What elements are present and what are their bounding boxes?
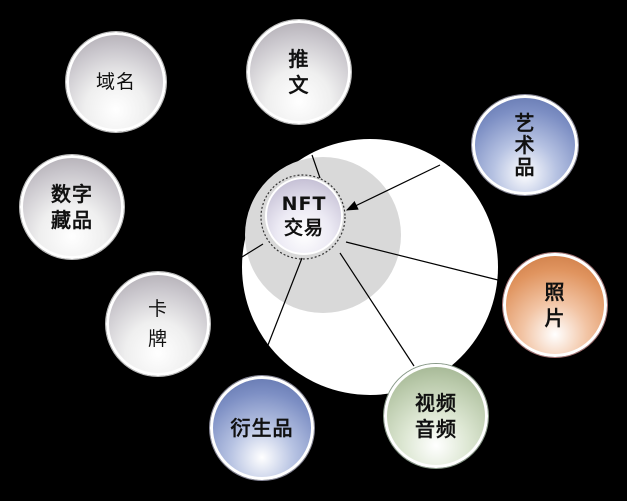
connector-card [267,257,303,346]
connector-tweet [311,154,321,179]
node-center-label: NFT 交易 [281,193,327,239]
node-center-nft: NFT 交易 [265,177,343,255]
node-photo: 照 片 [503,253,607,357]
node-collectible: 数字 藏品 [20,155,124,259]
node-art-label: 艺 术 品 [514,111,536,179]
connector-media [339,252,415,367]
node-domain: 域名 [66,32,166,132]
node-card-label: 卡 牌 [147,298,168,350]
connector-photo [345,241,499,281]
node-domain-label: 域名 [95,71,136,93]
hub-dotted-ring [260,174,346,260]
connector-collectible [241,243,264,258]
node-card: 卡 牌 [106,272,210,376]
node-media-label: 视频 音频 [415,391,457,441]
node-tweet: 推 文 [247,20,351,124]
node-tweet-label: 推 文 [288,47,310,97]
node-derivative: 衍生品 [210,376,314,480]
connector-art [345,164,441,211]
node-photo-label: 照 片 [544,280,566,330]
node-art: 艺 术 品 [472,95,578,195]
node-media: 视频 音频 [384,364,488,468]
node-collectible-label: 数字 藏品 [51,182,93,232]
node-derivative-label: 衍生品 [230,416,294,440]
